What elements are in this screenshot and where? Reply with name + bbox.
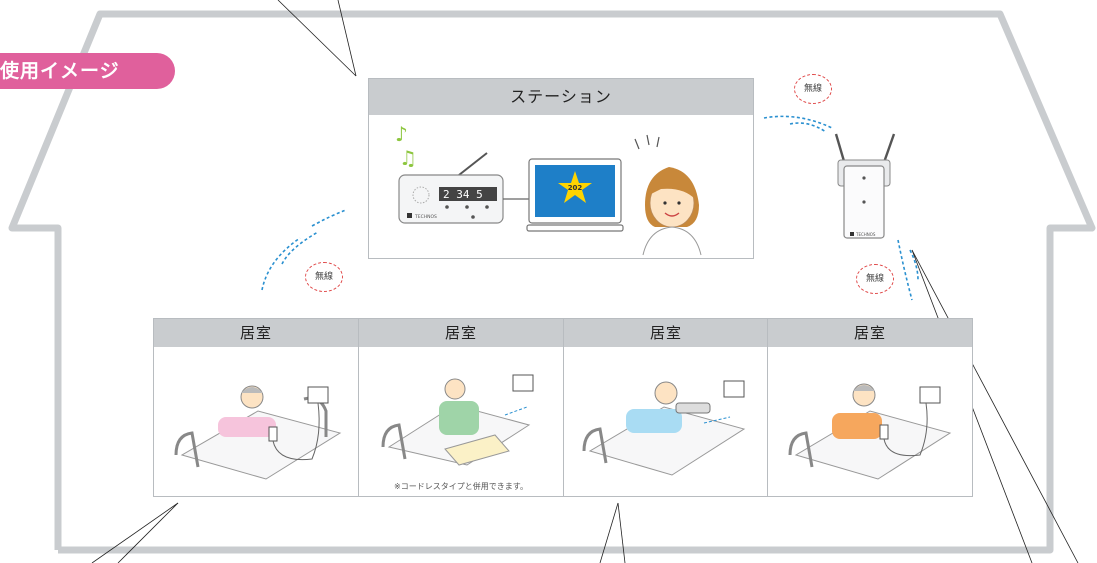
bed-patient-illustration: [381, 374, 534, 466]
callout-line: [337, 0, 357, 77]
callout-line: [277, 0, 357, 77]
room-panel: 居室: [153, 318, 359, 497]
room-title: 居室: [564, 319, 768, 347]
bed-patient-illustration: [582, 380, 746, 476]
bed-patient-illustration: [174, 385, 342, 480]
repeater-device-icon: TECHNOS: [834, 133, 896, 239]
callout-line: [617, 502, 626, 563]
usage-image-badge: 使用イメージ: [0, 53, 175, 89]
station-title: ステーション: [369, 79, 753, 115]
room-panel: 居室: [563, 318, 769, 497]
svg-text:202: 202: [568, 184, 583, 192]
nurse-icon: [634, 134, 702, 256]
room-title: 居室: [154, 319, 358, 347]
callout-line: [117, 502, 179, 563]
music-note-icon: ♪ ♫: [395, 122, 417, 170]
room-title: 居室: [768, 319, 972, 347]
callout-line: [91, 502, 179, 563]
svg-text:TECHNOS: TECHNOS: [855, 232, 876, 237]
station-illustration: ♪ ♫ 2 34 5 TECHNOS 202: [395, 122, 702, 256]
callout-line: [911, 249, 1079, 563]
wireless-label: 無線: [794, 74, 832, 104]
room-title: 居室: [359, 319, 563, 347]
svg-text:2 34 5: 2 34 5: [443, 188, 483, 201]
house-outline: [8, 10, 1096, 554]
room-note: ※コードレスタイプと併用できます。: [394, 482, 528, 491]
callout-line: [599, 502, 619, 563]
wireless-label: 無線: [305, 262, 343, 292]
wireless-label: 無線: [856, 264, 894, 294]
svg-text:♪: ♪: [395, 122, 408, 146]
room-panel: 居室: [767, 318, 973, 497]
svg-text:♫: ♫: [399, 146, 417, 170]
svg-text:TECHNOS: TECHNOS: [414, 214, 437, 220]
receiver-device-icon: 2 34 5 TECHNOS: [398, 152, 504, 224]
laptop-icon: 202: [526, 158, 624, 232]
room-panel: 居室 ※コードレスタイプと併用できます。: [358, 318, 564, 497]
bed-patient-illustration: [788, 383, 952, 480]
signal-waves: [261, 115, 919, 301]
station-panel: ステーション ♪ ♫ 2 34 5 TECHNOS 202: [368, 78, 754, 259]
